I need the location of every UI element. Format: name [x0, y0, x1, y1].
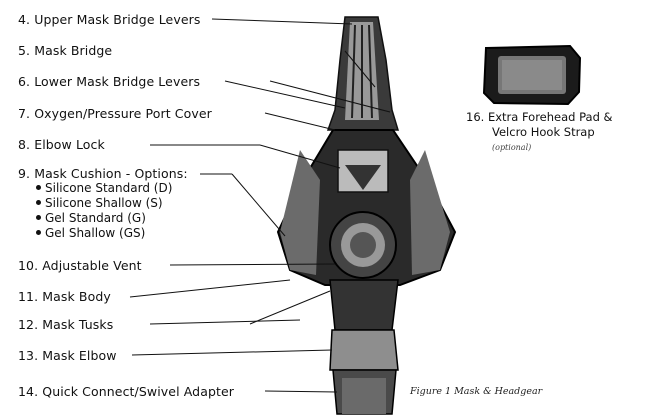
- label-mask-body: 11. Mask Body: [18, 289, 111, 304]
- bullet-icon: [36, 200, 41, 205]
- label-quick-connect-swivel-adapter: 14. Quick Connect/Swivel Adapter: [18, 384, 235, 399]
- forehead-pad-illustration: [482, 44, 582, 106]
- label-elbow-lock: 8. Elbow Lock: [18, 137, 105, 152]
- cushion-option-item: Gel Shallow (GS): [36, 226, 145, 240]
- label-forehead-pad: 16. Extra Forehead Pad &: [466, 110, 613, 124]
- label-mask-elbow: 13. Mask Elbow: [18, 348, 117, 363]
- label-mask-cushion-options: 9. Mask Cushion - Options:: [18, 166, 188, 181]
- optional-note: (optional): [492, 143, 532, 152]
- label-oxygen-pressure-port-cover: 7. Oxygen/Pressure Port Cover: [18, 106, 212, 121]
- cushion-option-text: Gel Standard (G): [45, 211, 146, 225]
- cushion-option-text: Silicone Standard (D): [45, 181, 173, 195]
- label-mask-tusks: 12. Mask Tusks: [18, 317, 114, 332]
- leader-lines: [129, 18, 391, 393]
- bullet-icon: [36, 230, 41, 235]
- cushion-option-item: Gel Standard (G): [36, 211, 146, 225]
- bullet-icon: [36, 215, 41, 220]
- cushion-option-item: Silicone Standard (D): [36, 181, 172, 195]
- label-mask-bridge: 5. Mask Bridge: [18, 43, 113, 58]
- bullet-icon: [36, 185, 41, 190]
- label-adjustable-vent: 10. Adjustable Vent: [18, 258, 142, 273]
- figure-caption: Figure 1 Mask & Headgear: [410, 386, 543, 397]
- cushion-option-text: Silicone Shallow (S): [45, 196, 163, 210]
- cushion-option-item: Silicone Shallow (S): [36, 196, 163, 210]
- label-velcro-hook-strap: Velcro Hook Strap: [492, 125, 595, 139]
- cushion-option-text: Gel Shallow (GS): [45, 226, 146, 240]
- label-lower-mask-bridge-levers: 6. Lower Mask Bridge Levers: [18, 74, 201, 89]
- label-upper-mask-bridge-levers: 4. Upper Mask Bridge Levers: [18, 12, 201, 27]
